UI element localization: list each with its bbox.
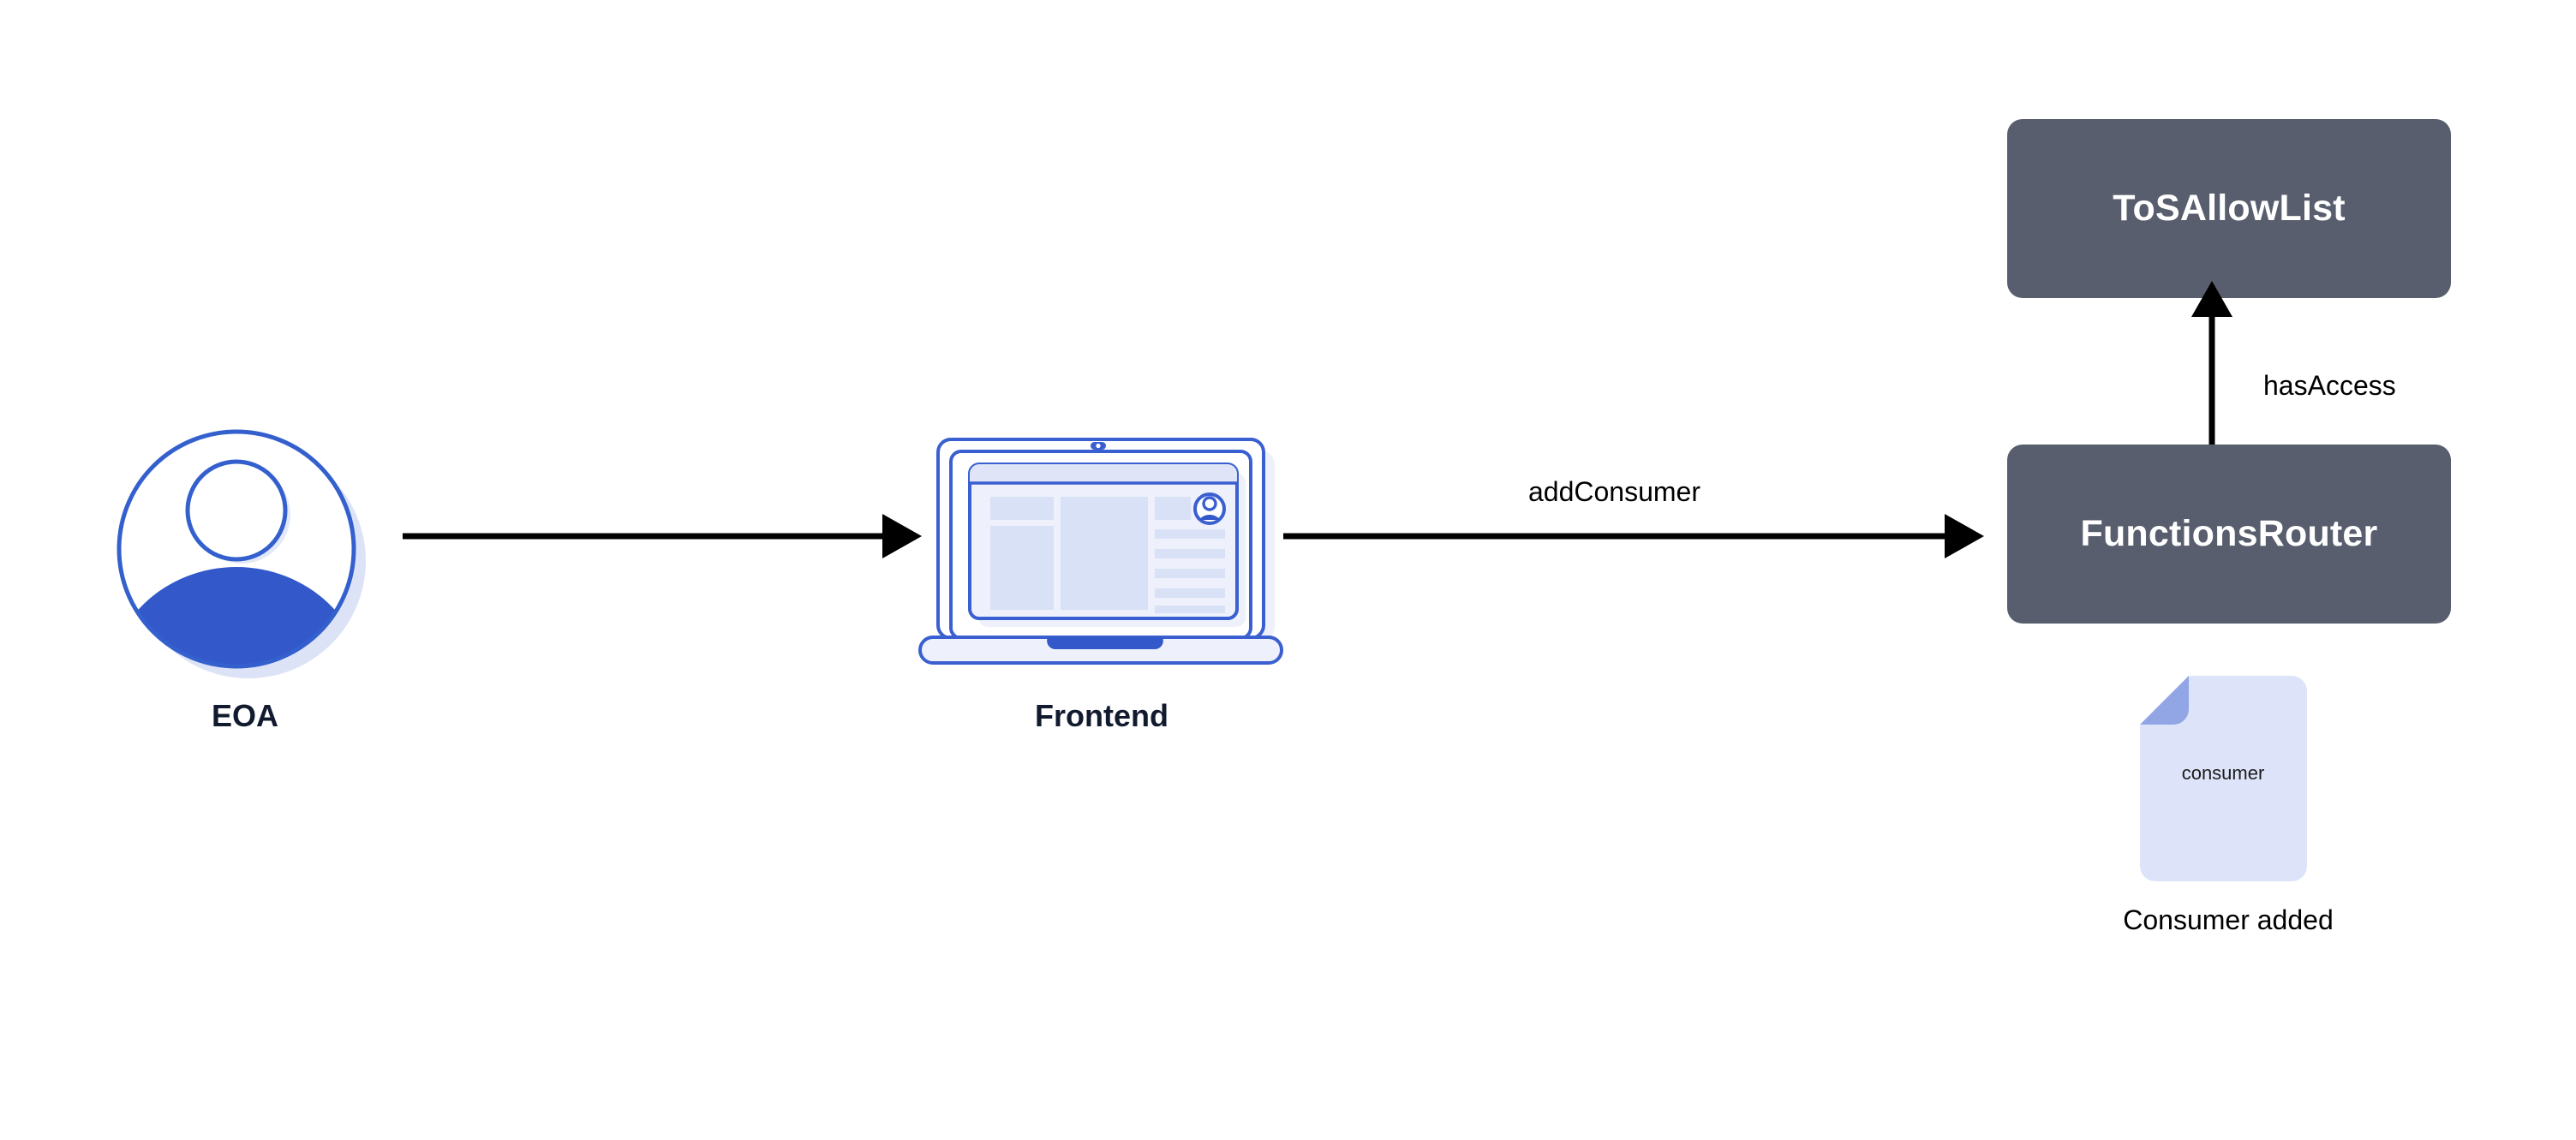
laptop-icon xyxy=(918,438,1283,665)
arrow-eoa-to-frontend xyxy=(403,514,922,558)
frontend-caption: Frontend xyxy=(1035,698,1168,733)
eoa-caption: EOA xyxy=(211,698,278,733)
arrow-frontend-to-functionsrouter xyxy=(1283,514,1984,558)
consumer-added-caption: Consumer added xyxy=(2123,904,2334,935)
contract-box-tosallowlist-label: ToSAllowList xyxy=(2113,187,2346,229)
screen-avatar-icon xyxy=(1193,492,1226,525)
contract-box-functionsrouter[interactable]: FunctionsRouter xyxy=(2007,445,2451,624)
user-avatar-icon xyxy=(117,429,366,678)
contract-box-tosallowlist[interactable]: ToSAllowList xyxy=(2007,119,2451,298)
document-label: consumer xyxy=(2181,762,2265,784)
edge-label-add-consumer: addConsumer xyxy=(1528,476,1700,507)
document-icon xyxy=(2140,676,2307,881)
contract-box-functionsrouter-label: FunctionsRouter xyxy=(2080,512,2378,554)
edge-label-has-access: hasAccess xyxy=(2263,370,2396,401)
